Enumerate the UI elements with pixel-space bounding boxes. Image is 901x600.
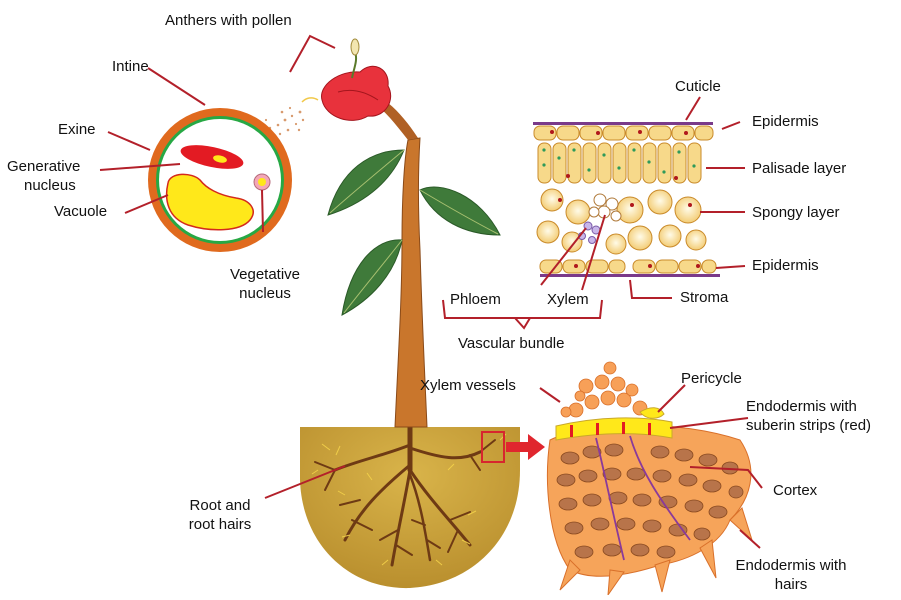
label-root-and-root-hairs-line1: Root and [170, 497, 270, 515]
pollen-grain [148, 108, 292, 252]
label-endodermis-hairs-line2: hairs [716, 576, 866, 594]
label-exine: Exine [58, 121, 96, 139]
plant-shoot [235, 39, 500, 427]
label-phloem: Phloem [450, 291, 501, 309]
label-spongy-layer: Spongy layer [752, 204, 840, 222]
label-endodermis-suberin-line1: Endodermis with [746, 398, 857, 416]
soil-root-section [300, 420, 545, 588]
label-xylem-vessels: Xylem vessels [420, 377, 516, 395]
stele [561, 362, 647, 417]
label-palisade-layer: Palisade layer [752, 160, 846, 178]
flower [302, 39, 391, 120]
lower-epidermis [540, 260, 716, 273]
label-vegetative-nucleus-line2: nucleus [220, 285, 310, 303]
label-epidermis-top: Epidermis [752, 113, 819, 131]
label-anthers-with-pollen: Anthers with pollen [165, 12, 292, 30]
label-vacuole: Vacuole [54, 203, 107, 221]
label-vascular-bundle: Vascular bundle [458, 335, 564, 353]
spongy-cells [537, 189, 706, 254]
label-cortex: Cortex [773, 482, 817, 500]
label-generative-nucleus-line1: Generative [7, 158, 80, 176]
label-pericycle: Pericycle [681, 370, 742, 388]
label-cuticle: Cuticle [675, 78, 721, 96]
label-endodermis-suberin-line2: suberin strips (red) [746, 417, 871, 435]
label-root-and-root-hairs-line2: root hairs [170, 516, 270, 534]
label-vegetative-nucleus-line1: Vegetative [220, 266, 310, 284]
label-generative-nucleus-line2: nucleus [24, 177, 76, 195]
cuticle-line [533, 122, 713, 125]
leaf-right [420, 187, 500, 235]
label-intine: Intine [112, 58, 149, 76]
label-stroma: Stroma [680, 289, 728, 307]
label-endodermis-hairs-line1: Endodermis with [716, 557, 866, 575]
label-xylem: Xylem [547, 291, 589, 309]
label-epidermis-bottom: Epidermis [752, 257, 819, 275]
leaf-cross-section [533, 122, 720, 277]
